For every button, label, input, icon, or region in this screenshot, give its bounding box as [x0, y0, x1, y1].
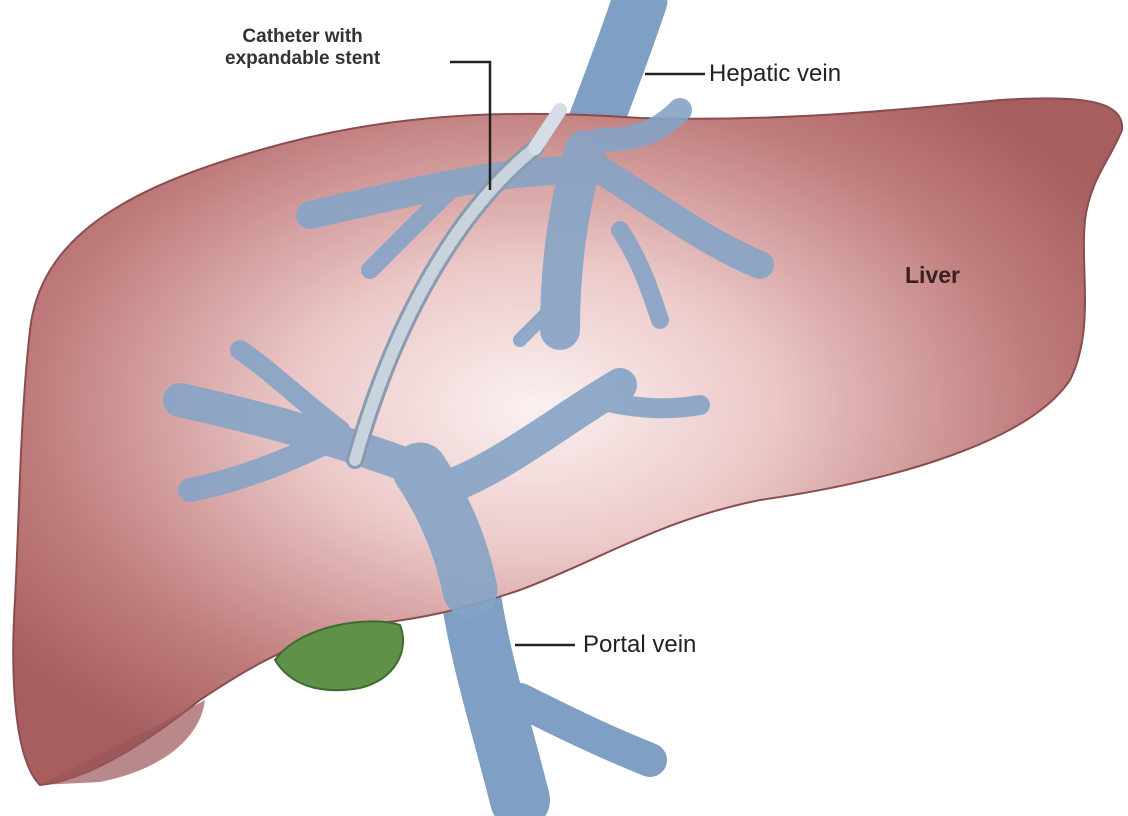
liver-label: Liver — [905, 262, 960, 288]
portal-vein-outside — [440, 560, 667, 816]
hepatic-vein-label: Hepatic vein — [709, 60, 842, 87]
gallbladder — [273, 620, 405, 692]
liver-lower-lobe-fold — [40, 700, 205, 785]
hepatic-vein-branches — [296, 98, 774, 350]
portal-vein-label: Portal vein — [583, 631, 697, 658]
catheter-label-line1: Catheter with — [242, 26, 363, 47]
leader-lines — [450, 60, 705, 647]
catheter-label: Catheter with expandable stent — [225, 26, 380, 70]
catheter-with-stent — [346, 103, 567, 469]
portal-vein-branches — [163, 340, 710, 618]
catheter-label-line2: expandable stent — [225, 48, 381, 69]
